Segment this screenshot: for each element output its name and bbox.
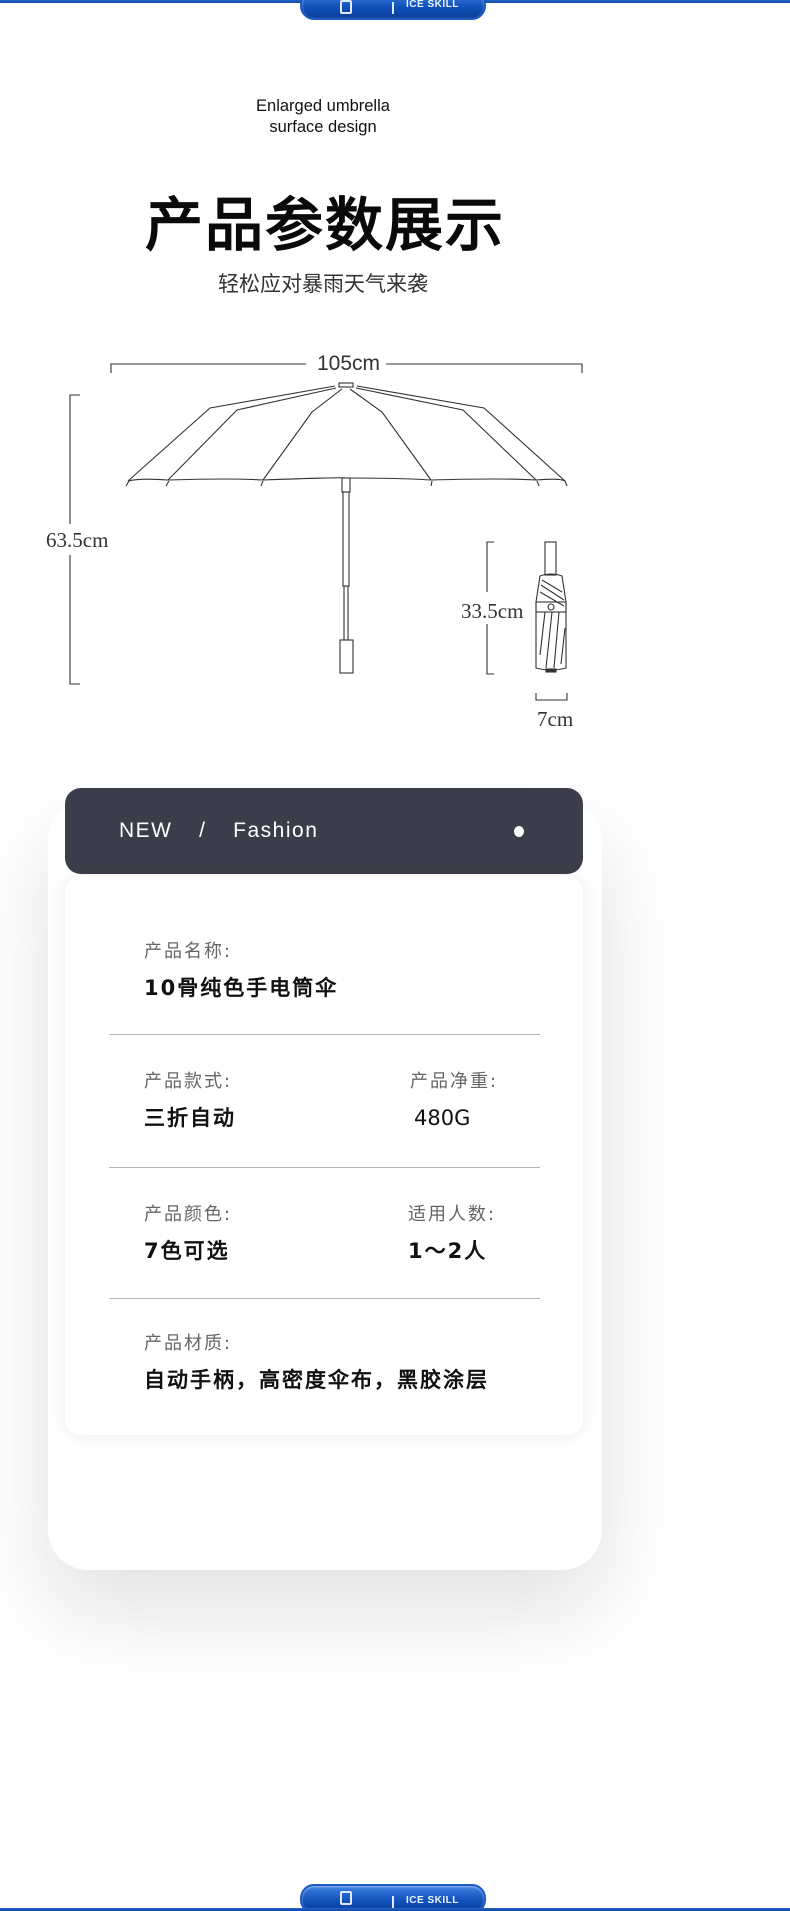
field-material: 产品材质: 自动手柄，高密度伞布，黑胶涂层	[144, 1333, 489, 1393]
english-tagline-line1: Enlarged umbrella	[256, 97, 390, 115]
field-product-style: 产品款式: 三折自动	[144, 1071, 236, 1131]
field-label: 产品名称:	[144, 941, 233, 962]
open-width-label: 105cm	[317, 352, 381, 376]
separator-bar	[392, 2, 394, 14]
field-label: 适用人数:	[408, 1204, 497, 1225]
folded-length-label: 33.5cm	[461, 599, 524, 624]
field-product-name: 产品名称: 10骨纯色手电筒伞	[144, 941, 338, 1001]
brand-text: ICE SKILL	[406, 0, 459, 10]
field-label: 产品款式:	[144, 1071, 233, 1092]
field-value: 480G	[414, 1106, 471, 1130]
cup-icon	[340, 1891, 352, 1905]
field-value: 7色可选	[144, 1239, 230, 1263]
cup-icon	[340, 0, 352, 14]
english-tagline: Enlarged umbrella surface design	[0, 96, 646, 138]
field-capacity: 适用人数: 1～2人	[408, 1204, 496, 1264]
brand-badge-bottom: ICE SKILL	[300, 1884, 486, 1911]
field-net-weight: 产品净重: 480G	[410, 1071, 498, 1131]
page-subtitle: 轻松应对暴雨天气来袭	[218, 272, 428, 296]
english-tagline-line2: surface design	[269, 118, 377, 136]
field-value: 自动手柄，高密度伞布，黑胶涂层	[144, 1368, 489, 1392]
field-product-color: 产品颜色: 7色可选	[144, 1204, 232, 1264]
field-value: 三折自动	[144, 1106, 236, 1130]
field-label: 产品材质:	[144, 1333, 233, 1354]
page-title: 产品参数展示	[144, 191, 505, 259]
field-value: 1～2人	[408, 1239, 488, 1263]
field-label: 产品净重:	[410, 1071, 499, 1092]
divider	[109, 1034, 540, 1035]
separator-bar	[392, 1896, 394, 1908]
umbrella-illustration	[69, 363, 583, 701]
divider	[109, 1298, 540, 1299]
umbrella-dimension-diagram: 105cm 63.5cm 33.5cm 7cm	[0, 340, 790, 740]
folded-diameter-label: 7cm	[537, 707, 574, 732]
divider	[109, 1167, 540, 1168]
card-header-text: NEW / Fashion	[119, 819, 319, 842]
brand-text: ICE SKILL	[406, 1895, 459, 1906]
spec-card	[65, 876, 583, 1435]
field-value: 10骨纯色手电筒伞	[144, 976, 339, 1000]
card-header: NEW / Fashion	[65, 788, 583, 874]
open-height-label: 63.5cm	[46, 528, 109, 553]
field-label: 产品颜色:	[144, 1204, 233, 1225]
dot-icon	[514, 826, 524, 837]
brand-badge-top: ICE SKILL	[300, 0, 486, 20]
bottom-banner-line	[0, 1908, 790, 1911]
